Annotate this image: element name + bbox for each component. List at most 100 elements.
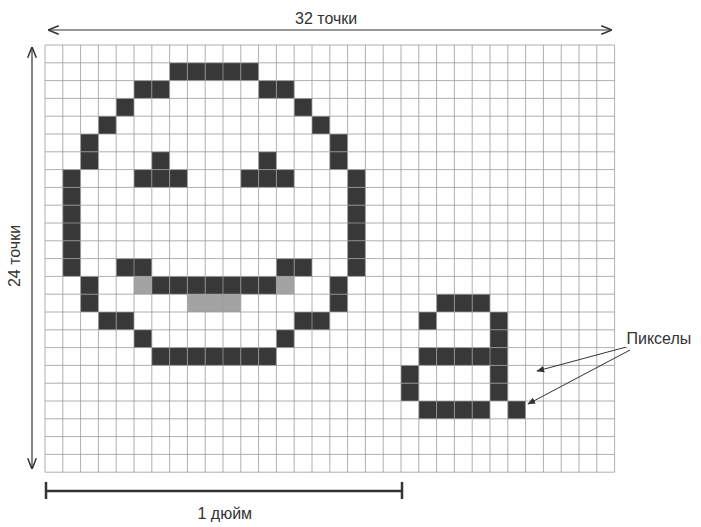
grid-line: [45, 258, 615, 259]
pixel: [223, 348, 241, 366]
grid-line: [45, 383, 615, 384]
pixel: [419, 401, 437, 419]
width-dimension-arrow: [49, 29, 611, 30]
pixel: [490, 330, 508, 348]
pixel: [205, 63, 223, 81]
pixel: [437, 401, 455, 419]
pixel: [152, 276, 170, 294]
pixel: [81, 134, 99, 152]
pixel: [508, 401, 526, 419]
pixel: [330, 152, 348, 170]
pixel: [348, 205, 366, 223]
pixel: [81, 152, 99, 170]
grid-line: [45, 116, 615, 117]
pixel: [437, 294, 455, 312]
pixel: [472, 348, 490, 366]
pixel: [490, 383, 508, 401]
pixel: [134, 259, 152, 277]
grid-line: [45, 347, 615, 348]
pixel: [259, 81, 277, 99]
pixel: [116, 312, 134, 330]
pixel: [223, 63, 241, 81]
pixel: [152, 348, 170, 366]
grid-line: [45, 223, 615, 224]
inch-scale-bar: [45, 490, 403, 493]
pixel: [294, 98, 312, 116]
pixel: [134, 276, 152, 294]
pixel: [187, 348, 205, 366]
grid-line: [45, 187, 615, 188]
pixel: [276, 330, 294, 348]
pixel: [187, 294, 205, 312]
pixel: [259, 348, 277, 366]
pixel: [187, 63, 205, 81]
pixel: [98, 312, 116, 330]
pixel-callout: Пикселы: [624, 331, 695, 347]
height-dimension-arrow: [31, 48, 32, 468]
pixel: [241, 276, 259, 294]
pixel: [134, 170, 152, 188]
pixel: [330, 134, 348, 152]
grid-line: [45, 365, 615, 366]
grid-line: [45, 80, 615, 81]
grid-line: [45, 62, 615, 63]
pixel: [223, 294, 241, 312]
pixel: [472, 294, 490, 312]
pixel: [454, 294, 472, 312]
pixel: [330, 294, 348, 312]
leader-arrow: [528, 350, 630, 404]
pixel: [276, 276, 294, 294]
grid-line: [45, 294, 615, 295]
pixel: [63, 241, 81, 259]
pixel: [348, 241, 366, 259]
width-label: 32 точки: [292, 11, 360, 27]
pixel: [348, 259, 366, 277]
pixel: [259, 170, 277, 188]
height-label: 24 точки: [7, 222, 23, 290]
pixel: [205, 348, 223, 366]
pixel: [312, 116, 330, 134]
pixel: [294, 312, 312, 330]
pixel: [490, 348, 508, 366]
pixel-grid: [45, 45, 615, 472]
grid-line: [45, 169, 615, 170]
grid-line: [45, 454, 615, 455]
pixel: [152, 152, 170, 170]
pixel: [419, 348, 437, 366]
pixel: [259, 152, 277, 170]
grid-line: [45, 472, 615, 473]
pixel: [116, 259, 134, 277]
grid-line: [45, 98, 615, 99]
pixel: [401, 365, 419, 383]
pixel: [81, 294, 99, 312]
pixel: [63, 223, 81, 241]
pixel: [63, 205, 81, 223]
inch-scale-tick: [45, 482, 48, 499]
pixel: [472, 401, 490, 419]
pixel: [454, 348, 472, 366]
grid-line: [45, 401, 615, 402]
pixel: [330, 276, 348, 294]
pixel: [276, 259, 294, 277]
grid-line: [45, 418, 615, 419]
pixel: [312, 312, 330, 330]
grid-line: [45, 45, 615, 46]
leader-arrow: [537, 346, 630, 371]
pixel: [81, 276, 99, 294]
pixel: [259, 276, 277, 294]
pixel: [294, 259, 312, 277]
inch-label: 1 дюйм: [195, 506, 256, 522]
grid-line: [45, 329, 615, 330]
pixel: [205, 294, 223, 312]
grid-line: [45, 151, 615, 152]
pixel: [152, 81, 170, 99]
pixel: [401, 383, 419, 401]
pixel: [348, 223, 366, 241]
grid-line: [45, 276, 615, 277]
grid-line: [45, 205, 615, 206]
pixel: [116, 98, 134, 116]
pixel: [170, 348, 188, 366]
pixel: [187, 276, 205, 294]
pixel: [241, 63, 259, 81]
